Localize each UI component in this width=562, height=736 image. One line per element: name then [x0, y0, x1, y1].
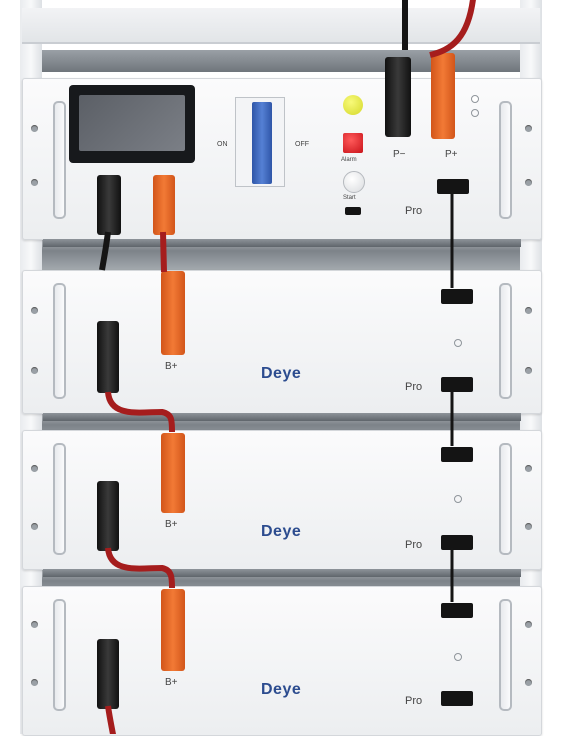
handle-right[interactable]: [499, 283, 512, 399]
mount-hole: [31, 523, 38, 530]
model-label: Pro: [405, 381, 423, 393]
status-dot: [471, 109, 479, 117]
handle-right[interactable]: [499, 599, 512, 711]
positive-terminal-connector[interactable]: [431, 53, 455, 139]
battery-module: B+ Deye Pro: [22, 430, 542, 577]
terminal-label: B+: [165, 677, 178, 688]
mount-hole: [525, 679, 532, 686]
power-cable[interactable]: [105, 547, 175, 589]
mount-hole: [525, 125, 532, 132]
mount-hole: [525, 367, 532, 374]
negative-terminal-label: P−: [393, 149, 406, 160]
circuit-breaker[interactable]: [235, 97, 285, 187]
status-dot: [454, 653, 462, 661]
positive-terminal-connector[interactable]: [161, 271, 185, 355]
start-button[interactable]: [343, 171, 365, 193]
comm-port[interactable]: [437, 179, 469, 194]
power-cable[interactable]: [105, 391, 175, 433]
negative-output-connector[interactable]: [97, 175, 121, 235]
lcd-screen: [79, 95, 185, 151]
model-label: Pro: [405, 205, 423, 217]
handle-left[interactable]: [53, 101, 66, 219]
rack-top-frame: [22, 8, 540, 44]
start-label: Start: [343, 195, 356, 201]
battery-module: B+ Deye Pro: [22, 270, 542, 421]
negative-terminal-connector[interactable]: [385, 57, 411, 137]
status-dot: [454, 495, 462, 503]
comm-port[interactable]: [441, 377, 473, 392]
alarm-indicator-light: [343, 133, 363, 153]
status-dot: [454, 339, 462, 347]
status-dot: [471, 95, 479, 103]
brand-logo: Deye: [261, 681, 302, 698]
negative-terminal-connector[interactable]: [97, 639, 119, 709]
mount-hole: [525, 307, 532, 314]
positive-terminal-connector[interactable]: [161, 589, 185, 671]
mount-hole: [525, 465, 532, 472]
mount-hole: [31, 307, 38, 314]
terminal-label: B+: [165, 519, 178, 530]
switch-on-label: ON: [217, 141, 228, 148]
model-label: Pro: [405, 695, 423, 707]
mount-hole: [31, 179, 38, 186]
positive-output-connector[interactable]: [153, 175, 175, 235]
lcd-display[interactable]: [69, 85, 195, 163]
alarm-label: Alarm: [341, 157, 357, 163]
switch-off-label: OFF: [295, 141, 309, 148]
mount-hole: [31, 679, 38, 686]
handle-right[interactable]: [499, 443, 512, 555]
comm-port[interactable]: [441, 289, 473, 304]
mount-hole: [525, 523, 532, 530]
positive-terminal-connector[interactable]: [161, 433, 185, 513]
comm-port[interactable]: [441, 603, 473, 618]
mount-hole: [31, 367, 38, 374]
mount-hole: [31, 621, 38, 628]
main-positive-cable[interactable]: [429, 0, 476, 58]
handle-left[interactable]: [53, 443, 66, 555]
negative-terminal-connector[interactable]: [97, 321, 119, 393]
mount-hole: [31, 125, 38, 132]
battery-module: B+ Deye Pro: [22, 586, 542, 736]
brand-logo: Deye: [261, 365, 302, 382]
model-label: Pro: [405, 539, 423, 551]
power-cable-negative[interactable]: [99, 231, 111, 271]
power-cable[interactable]: [160, 231, 167, 273]
handle-left[interactable]: [53, 599, 66, 711]
control-module: ON OFF Alarm Start P− P+ Pro: [22, 53, 542, 247]
handle-left[interactable]: [53, 283, 66, 399]
comm-port[interactable]: [441, 691, 473, 706]
mount-hole: [525, 621, 532, 628]
handle-right[interactable]: [499, 101, 512, 219]
comm-port[interactable]: [441, 535, 473, 550]
terminal-label: B+: [165, 361, 178, 372]
module-shadow: [43, 413, 521, 421]
mount-hole: [525, 179, 532, 186]
negative-terminal-connector[interactable]: [97, 481, 119, 551]
run-indicator-light: [343, 95, 363, 115]
usb-port[interactable]: [345, 207, 361, 215]
mount-hole: [31, 465, 38, 472]
power-cable[interactable]: [105, 705, 116, 734]
brand-logo: Deye: [261, 523, 302, 540]
module-shadow: [43, 569, 521, 577]
positive-terminal-label: P+: [445, 149, 458, 160]
module-shadow: [43, 239, 521, 247]
comm-port[interactable]: [441, 447, 473, 462]
breaker-toggle[interactable]: [252, 102, 272, 184]
